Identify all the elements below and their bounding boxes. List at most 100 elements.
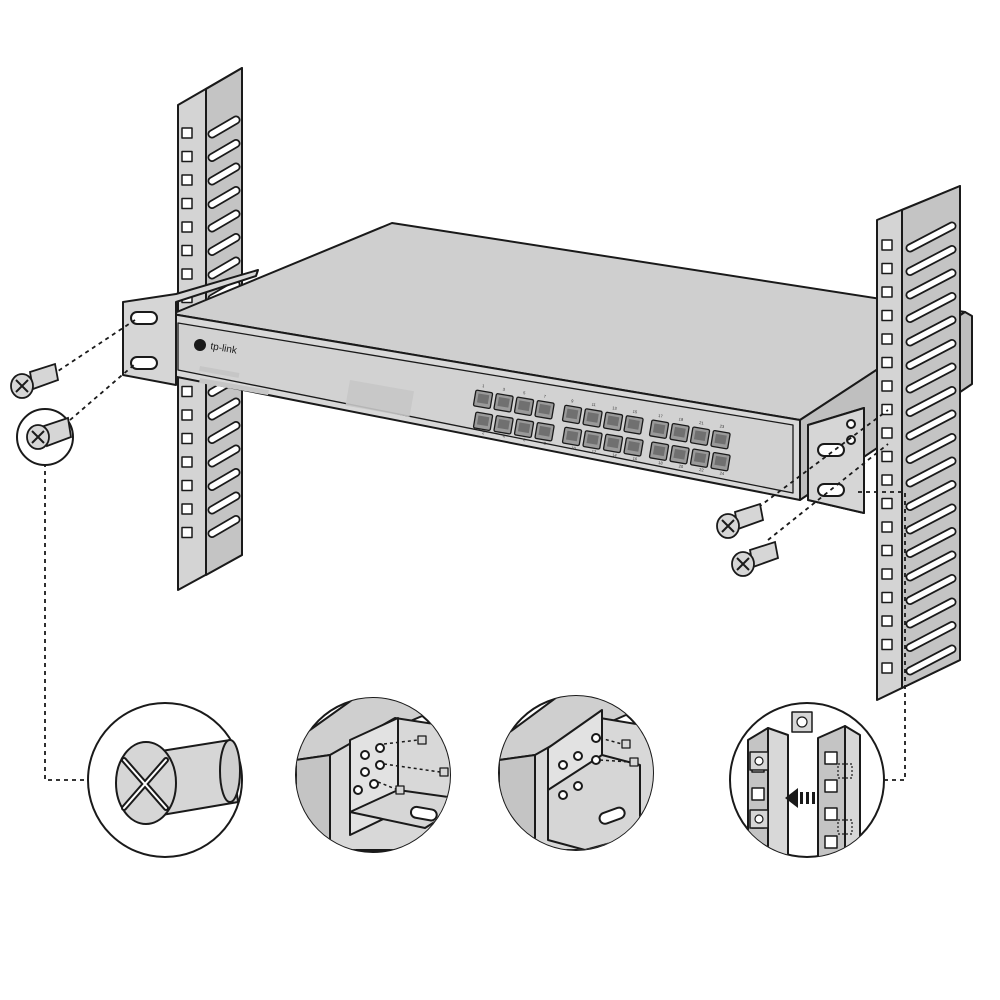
rail-square-hole [181, 503, 193, 515]
port-number-label: 19 [678, 416, 684, 422]
rail-square-hole [181, 456, 193, 468]
ethernet-port-socket [517, 422, 531, 434]
rail-square-hole [881, 239, 893, 251]
rail-slot-inner [907, 458, 955, 486]
rail-slot-inner [209, 422, 239, 443]
front-label-area [199, 366, 415, 417]
rail-slot-inner [907, 246, 955, 275]
rail-slot-inner [209, 164, 239, 184]
screw-magnify-circle [16, 408, 74, 466]
port-number-label: 12 [591, 449, 597, 455]
rail-square-hole [881, 568, 893, 580]
port-number-label: 4 [502, 434, 506, 439]
rail-square-hole [181, 127, 193, 139]
rail-slot-inner [907, 481, 955, 510]
rail-slot-inner [209, 399, 239, 419]
rail-square-hole [881, 591, 893, 604]
rail-square-hole [881, 662, 893, 674]
ethernet-port-socket [497, 418, 510, 430]
rail-slot-inner [907, 364, 955, 392]
ethernet-port-socket [586, 434, 599, 445]
ethernet-port-socket [586, 412, 599, 423]
rail-square-hole [881, 403, 893, 416]
port-number-label: 9 [571, 398, 575, 403]
right-screw-upper [716, 502, 765, 539]
ethernet-port-socket [476, 393, 490, 405]
port-number-label: 14 [612, 452, 618, 458]
rail-square-hole [181, 526, 193, 539]
ethernet-port-socket [693, 430, 707, 442]
rail-square-hole [881, 474, 893, 486]
port-number-label: 23 [719, 423, 725, 429]
rail-square-hole [181, 244, 193, 257]
ethernet-port-socket [714, 433, 727, 445]
rail-square-hole [181, 432, 193, 445]
detail-cage-nut-install [729, 702, 885, 858]
rail-square-hole [181, 385, 193, 398]
port-number-label: 6 [523, 437, 527, 442]
rail-slot-inner [209, 258, 239, 278]
ethernet-port-socket [565, 408, 579, 420]
rail-square-hole [881, 638, 893, 651]
rail-slot-inner [907, 575, 955, 604]
brand-logo: tp-link [194, 339, 239, 357]
rail-square-hole [181, 174, 193, 186]
ethernet-port-socket [652, 423, 666, 435]
rail-square-hole [181, 150, 193, 163]
port-number-label: 10 [571, 445, 577, 451]
rail-square-hole [881, 497, 893, 510]
rail-square-hole [181, 479, 193, 492]
rail-slot-inner [907, 223, 955, 251]
rail-slot-inner [209, 493, 239, 513]
detail-bracket-side-attach [498, 695, 654, 851]
rail-square-hole [881, 450, 893, 463]
rail-square-hole [881, 356, 893, 369]
port-number-label: 16 [632, 456, 638, 462]
rail-slot-inner [907, 411, 955, 439]
rail-square-hole [881, 286, 893, 298]
ethernet-port-socket [497, 396, 510, 408]
ethernet-port-socket [606, 415, 620, 427]
rail-slot-inner [209, 446, 239, 466]
rail-slot-inner [907, 505, 955, 533]
left-mounting-bracket [122, 269, 259, 386]
rail-slot-inner [907, 646, 955, 674]
guide-lines [44, 319, 906, 781]
ethernet-port-socket [627, 419, 640, 430]
rail-slot-inner [209, 140, 239, 161]
port-number-label: 11 [591, 402, 597, 408]
rail-square-hole [881, 262, 893, 275]
rail-square-hole [181, 197, 193, 210]
port-number-label: 2 [482, 430, 486, 435]
ethernet-port-socket [714, 455, 727, 467]
rail-slot-inner [209, 117, 239, 137]
port-number-label: 24 [719, 470, 725, 476]
rail-square-hole [881, 544, 893, 557]
ethernet-port-socket [627, 441, 640, 452]
port-number-label: 8 [543, 441, 547, 446]
port-number-label: 18 [658, 460, 664, 466]
rail-slot-inner [209, 516, 239, 537]
right-rail-hole-column [881, 239, 893, 674]
rail-slot-inner [907, 270, 955, 298]
ethernet-port-socket [673, 448, 686, 460]
rail-square-hole [881, 309, 893, 322]
rail-slot-inner [907, 599, 955, 627]
rail-square-hole [181, 221, 193, 233]
port-number-label: 15 [632, 409, 638, 415]
rail-slot-inner [907, 293, 955, 322]
ethernet-port-socket [517, 400, 531, 412]
rail-slot-inner [907, 622, 955, 651]
rail-slot-inner [907, 528, 955, 557]
rail-slot-inner [907, 387, 955, 416]
ethernet-port-socket [693, 452, 707, 464]
port-number-label: 1 [482, 383, 486, 388]
rail-square-hole [881, 615, 893, 627]
port-number-label: 7 [543, 394, 547, 399]
left-bracket-slot-lower [130, 356, 158, 370]
ethernet-port-socket [538, 425, 551, 437]
detail-screw-closeup [87, 702, 243, 858]
ethernet-port-socket [606, 437, 620, 449]
